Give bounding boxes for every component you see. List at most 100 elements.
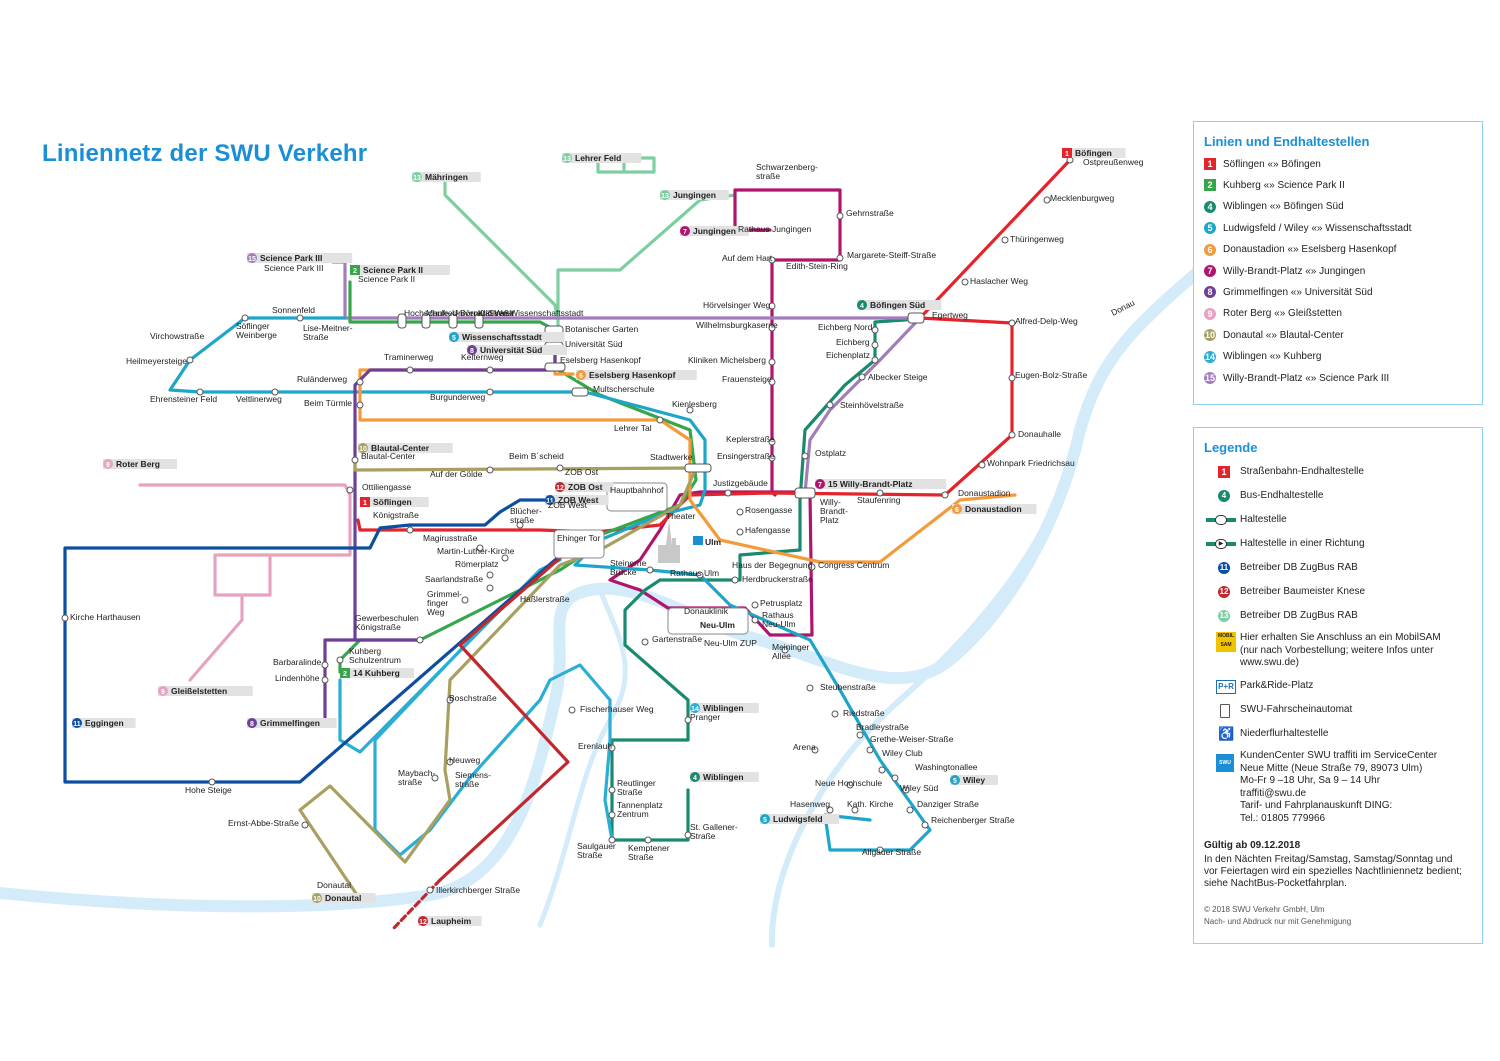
station-label[interactable]: Hörvelsinger Weg (703, 300, 771, 310)
station-label[interactable]: Magirusstraße (423, 533, 478, 543)
station-label[interactable]: Auf dem Hart (722, 253, 773, 263)
station-label[interactable]: Neu-Ulm ZUP (704, 638, 757, 648)
station-label[interactable]: Kath. Kirche (847, 799, 894, 809)
station-label[interactable]: Ensingerstraße (717, 451, 775, 461)
station-label[interactable]: St. Gallener-Straße (690, 822, 738, 841)
station-label[interactable]: Eselsberg Hasenkopf (560, 355, 641, 365)
station-label[interactable]: Kliniken Wissenschaftsstadt (478, 308, 584, 318)
station-label[interactable]: ZOB West (548, 500, 588, 510)
station-label[interactable]: Rathaus Jungingen (738, 224, 812, 234)
station-label[interactable]: Illerkirchberger Straße (436, 885, 520, 895)
station-label[interactable]: Mecklenburgweg (1050, 193, 1115, 203)
station-label[interactable]: Keplerstraße (726, 434, 775, 444)
station-label[interactable]: Hochschule (404, 308, 449, 318)
station-label[interactable]: Siemens-straße (455, 770, 491, 789)
station-label[interactable]: Königstraße (373, 510, 419, 520)
station-label[interactable]: Thüringenweg (1010, 234, 1064, 244)
station-label[interactable]: Theater (666, 511, 695, 521)
station-label[interactable]: Arena (793, 742, 816, 752)
station-label[interactable]: Kienlesberg (672, 399, 717, 409)
station-label[interactable]: Fischerhauser Weg (580, 704, 654, 714)
station-label[interactable]: Saarlandstraße (425, 574, 483, 584)
station-label[interactable]: Albecker Steige (868, 372, 928, 382)
line-12[interactable] (438, 543, 577, 882)
station-label[interactable]: Wiley Süd (900, 783, 939, 793)
station-label[interactable]: Reichenberger Straße (931, 815, 1015, 825)
station-label[interactable]: Kliniken Michelsberg (688, 355, 766, 365)
station-label[interactable]: Science Park II (358, 274, 415, 284)
station-label[interactable]: Eichenplatz (826, 350, 870, 360)
station-label[interactable]: Veltlinerweg (236, 394, 282, 404)
station-label[interactable]: Beim B´scheid (509, 451, 564, 461)
station-label[interactable]: Ottiliengasse (362, 482, 411, 492)
station-label[interactable]: Willy-Brandt-Platz (820, 497, 848, 525)
station-label[interactable]: Römerplatz (455, 559, 498, 569)
station-label[interactable]: Lehrer Tal (614, 423, 652, 433)
station-label[interactable]: Danziger Straße (917, 799, 979, 809)
station-label[interactable]: Maybach-straße (398, 768, 435, 787)
station-label[interactable]: Sonnenfeld (272, 305, 315, 315)
station-label[interactable]: Bradleystraße (856, 722, 909, 732)
station-label[interactable]: Pranger (690, 712, 720, 722)
station-label[interactable]: Burgunderweg (430, 392, 486, 402)
line-7-b[interactable] (608, 490, 814, 637)
station-label[interactable]: Stadtwerke (650, 452, 693, 462)
station-label[interactable]: Washingtonallee (915, 762, 978, 772)
station-label[interactable]: Botanischer Garten (565, 324, 639, 334)
station-label[interactable]: Kelternweg (461, 352, 504, 362)
line-4[interactable] (610, 316, 920, 842)
line-11[interactable] (63, 498, 577, 784)
station-label[interactable]: Auf der Gölde (430, 469, 483, 479)
line-9[interactable] (138, 483, 352, 682)
station-label[interactable]: Beim Türmle (304, 398, 352, 408)
station-label[interactable]: Heilmeyersteige (126, 356, 187, 366)
station-label[interactable]: Frauensteige (722, 374, 772, 384)
station-label[interactable]: Hafengasse (745, 525, 791, 535)
station-label[interactable]: Science Park III (264, 263, 324, 273)
station-label[interactable]: Blautal-Center (361, 451, 416, 461)
station-label[interactable]: Martin-Luther-Kirche (437, 546, 515, 556)
station-label[interactable]: Hauptbahnhof (610, 485, 664, 495)
station-label[interactable]: Donauklinik (684, 606, 729, 616)
station-label[interactable]: Margarete-Steiff-Straße (847, 250, 936, 260)
station-label[interactable]: Manfred-Börner-Straße (426, 308, 514, 318)
station-label[interactable]: Lise-Meitner-Straße (303, 323, 353, 342)
line-8[interactable] (323, 343, 557, 722)
station-label[interactable]: Gehrnstraße (846, 208, 894, 218)
station-label[interactable]: Wiley Club (882, 748, 923, 758)
station-label[interactable]: Hasenweg (790, 799, 830, 809)
station-label[interactable]: Ehrensteiner Feld (150, 394, 217, 404)
station-label[interactable]: Donautal (317, 880, 351, 890)
station-label[interactable]: Eichberg Nord (818, 322, 873, 332)
station-label[interactable]: Congress Centrum (818, 560, 889, 570)
station-label[interactable]: Boschstraße (449, 693, 497, 703)
station-label[interactable]: Multscherschule (593, 384, 655, 394)
station-label[interactable]: Edith-Stein-Ring (786, 261, 848, 271)
station-label[interactable]: Erenlauh (578, 741, 612, 751)
station-label[interactable]: Wohnpark Friedrichsau (987, 458, 1075, 468)
